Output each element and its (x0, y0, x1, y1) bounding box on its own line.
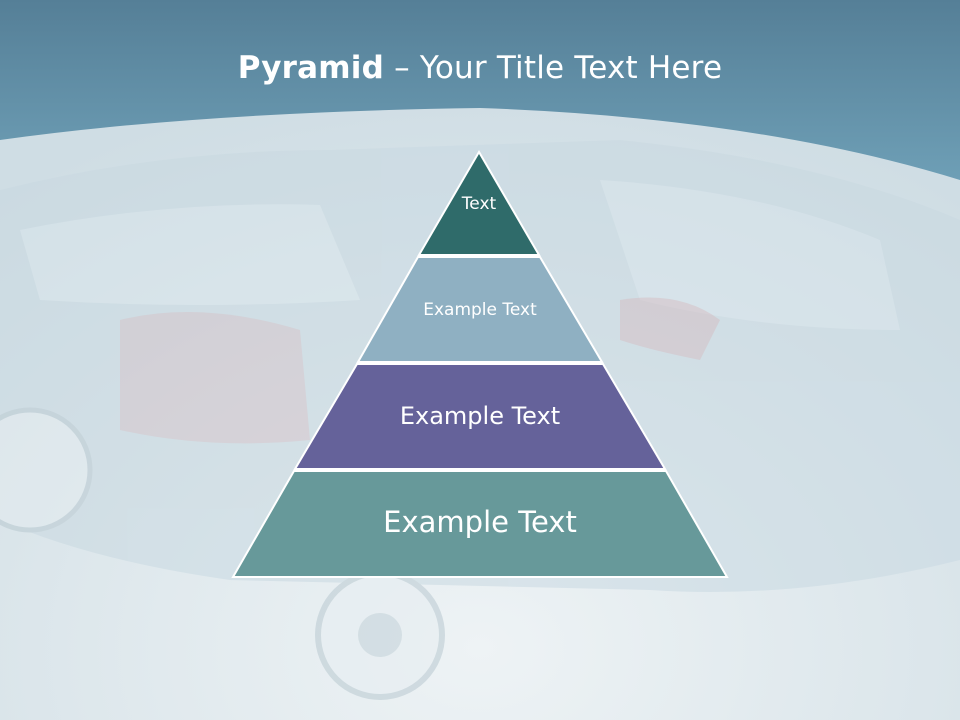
pyramid-level-4 (231, 470, 729, 578)
pyramid-level-4-label: Example Text (383, 505, 577, 539)
slide-title: Pyramid – Your Title Text Here (0, 50, 960, 86)
pyramid-level-1 (417, 150, 541, 256)
title-rest: – Your Title Text Here (384, 50, 723, 86)
pyramid-level-1-label: Text (461, 194, 497, 214)
pyramid-level-2 (356, 256, 604, 363)
pyramid-level-3 (293, 363, 667, 470)
pyramid-level-2-label: Example Text (423, 300, 537, 320)
title-bold: Pyramid (237, 50, 385, 86)
pyramid-level-3-label: Example Text (400, 402, 560, 430)
